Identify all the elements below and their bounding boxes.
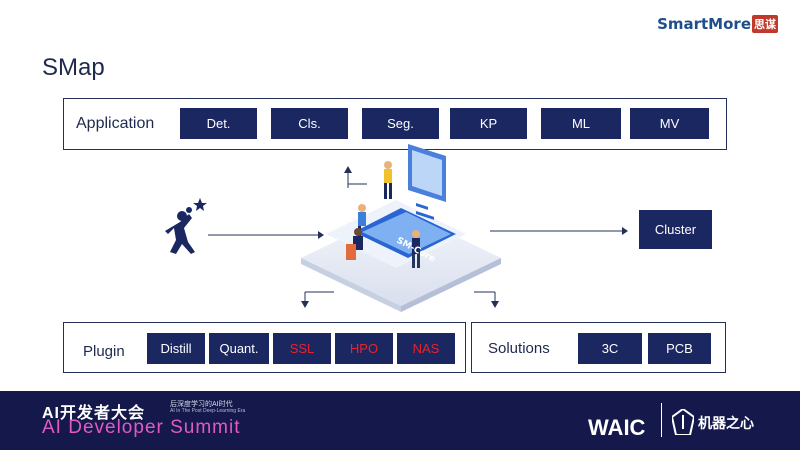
solutions-label: Solutions [488,340,550,357]
plugin-chip-distill: Distill [147,333,205,364]
footer-en-title: AI Developer Summit [42,417,241,438]
plugin-chip-ssl: SSL [273,333,331,364]
plugin-chip-hpo: HPO [335,333,393,364]
app-chip-cls: Cls. [271,108,348,139]
jumping-person-icon [165,198,207,254]
plugin-chip-nas: NAS [397,333,455,364]
app-chip-ml: ML [541,108,621,139]
arrow-down-solutions [474,291,499,308]
arrow-up-application [344,166,367,188]
solutions-chip-3c: 3C [578,333,642,364]
plugin-label: Plugin [83,343,125,360]
footer-cn-title: AI开发者大会 [42,405,146,422]
slide-title: SMap [42,54,105,81]
logo-brand-text: SmartMore [657,15,751,33]
arrow-person-to-core [208,231,324,239]
arrow-down-plugin [301,291,334,308]
footer-sub-cn: 后深度学习的AI时代 [170,401,233,408]
logo-brand-cn: 思谋 [752,15,778,33]
app-chip-seg: Seg. [362,108,439,139]
sm-core-platform-illustration: SM-Core [301,144,501,312]
app-chip-det: Det. [180,108,257,139]
cluster-chip: Cluster [639,210,712,249]
footer-sub-en: AI In The Post Deep-Learning Era [170,408,246,414]
application-label: Application [76,115,155,132]
arrow-core-to-cluster [490,227,628,235]
jiqizhixin-logo-text: 机器之心 [698,415,754,431]
app-chip-mv: MV [630,108,709,139]
app-chip-kp: KP [450,108,527,139]
waic-logo: WAIC [588,415,646,440]
footer-separator [661,403,662,437]
jiqizhixin-logo-icon [672,409,694,435]
smartmore-logo: SmartMore 思谋 [657,15,778,33]
plugin-chip-quant: Quant. [209,333,269,364]
footer-banner: AI开发者大会 后深度学习的AI时代 AI In The Post Deep-L… [0,391,800,450]
solutions-chip-pcb: PCB [648,333,711,364]
